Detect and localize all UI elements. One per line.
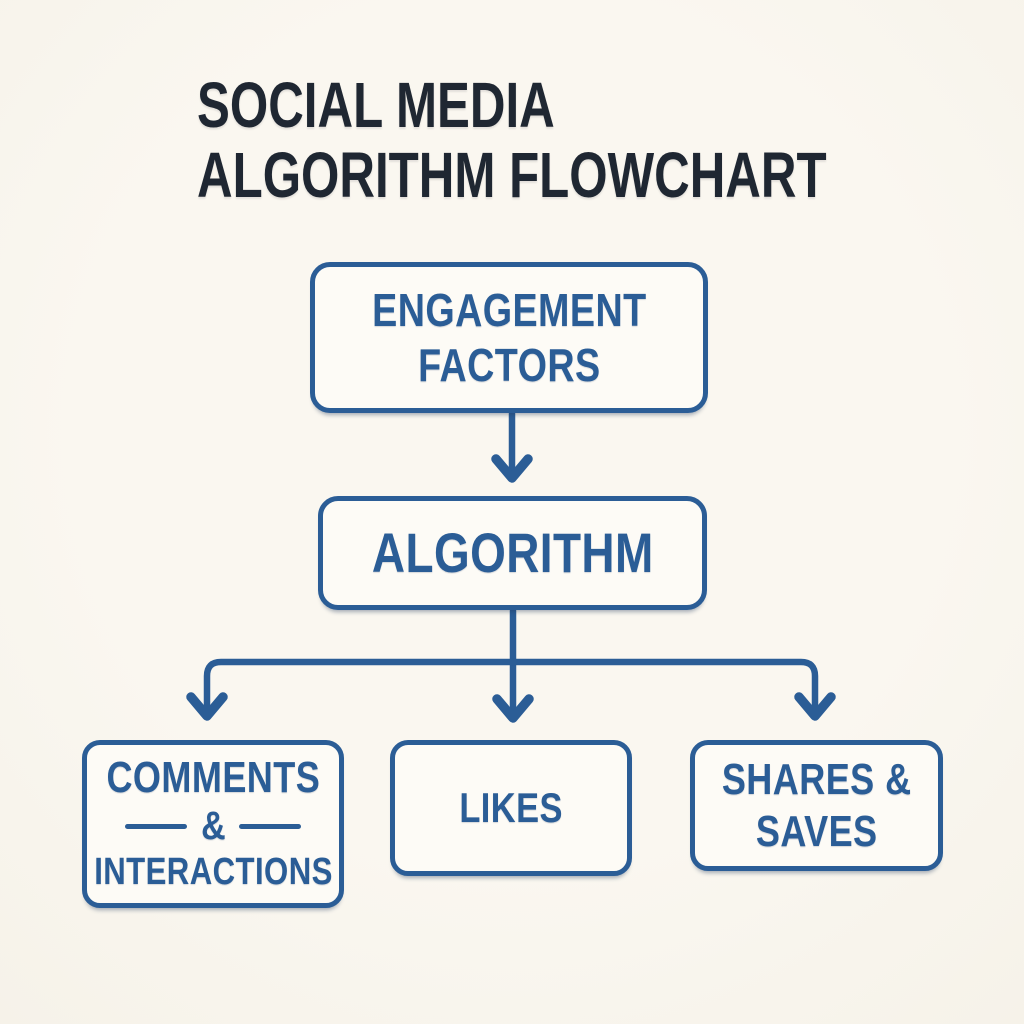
node-label-line: FACTORS [417, 338, 601, 391]
ampersand-divider: & [124, 804, 302, 848]
arrowhead-to-likes [492, 694, 534, 723]
node-label-line: ALGORITHM [371, 521, 654, 584]
node-comments-interactions: COMMENTS & INTERACTIONS [82, 740, 344, 908]
node-label-line: LIKES [459, 784, 563, 831]
ampersand-label: & [200, 804, 226, 848]
node-engagement-factors: ENGAGEMENT FACTORS [310, 262, 708, 413]
divider-line-right [239, 823, 302, 829]
edge-branch-bar [203, 658, 819, 710]
node-label-line: ENGAGEMENT [371, 283, 647, 336]
node-label-line: INTERACTIONS [93, 851, 333, 893]
node-shares-saves: SHARES & SAVES [690, 740, 943, 871]
node-label-line: COMMENTS [106, 753, 320, 802]
title-line-1: SOCIAL MEDIA [197, 69, 555, 141]
node-algorithm: ALGORITHM [318, 496, 707, 610]
divider-line-left [124, 823, 187, 829]
node-label-line: SAVES [755, 806, 878, 856]
title-line-2: ALGORITHM FLOWCHART [197, 139, 827, 211]
arrowhead-to-comments [186, 692, 228, 721]
arrowhead-to-algorithm [491, 454, 533, 483]
arrowhead-to-shares [794, 692, 836, 721]
node-label-line: SHARES & [721, 754, 912, 804]
node-likes: LIKES [390, 740, 632, 876]
page-title: SOCIAL MEDIA ALGORITHM FLOWCHART [197, 70, 827, 210]
